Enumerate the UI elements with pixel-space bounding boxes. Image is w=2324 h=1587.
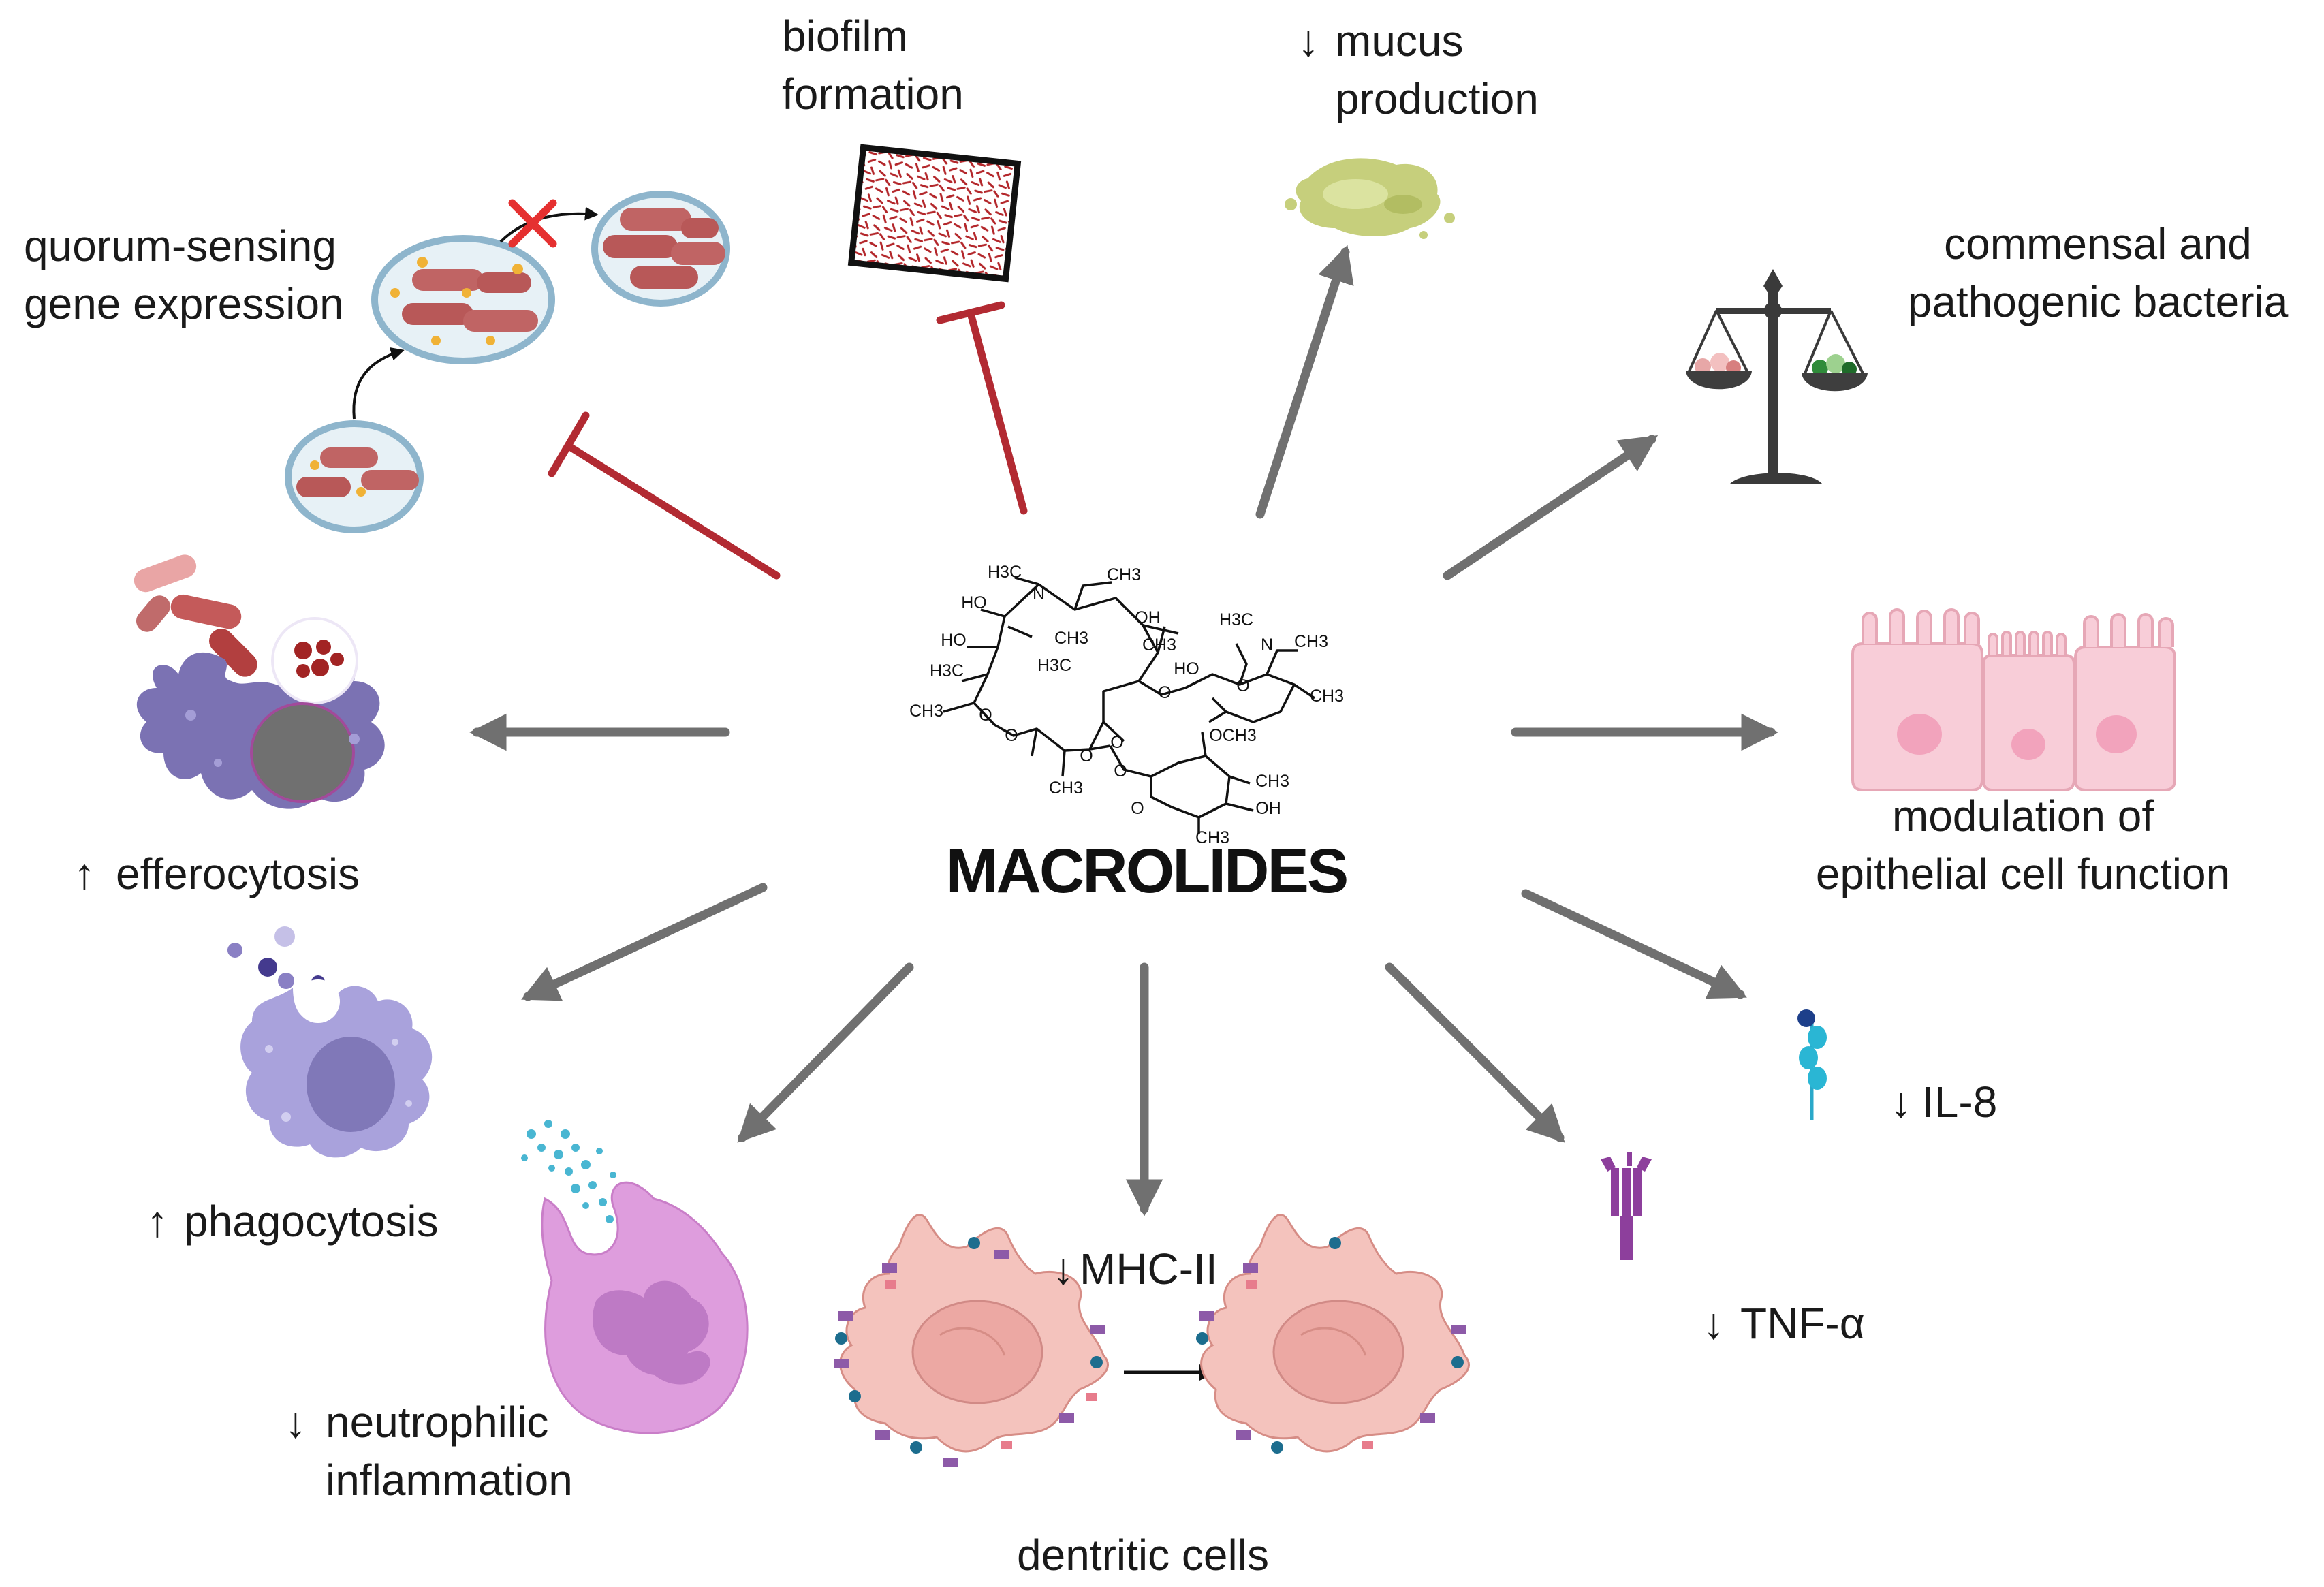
arrow-to-mucus bbox=[1255, 245, 1354, 519]
bacteria-cluster-small bbox=[285, 420, 424, 533]
chem-ch3-1: CH3 bbox=[1107, 565, 1141, 584]
dendritic-label: dentritic cells bbox=[1017, 1530, 1269, 1580]
chem-h3c-2: H3C bbox=[930, 661, 964, 680]
il8-receptor-icon bbox=[1797, 1009, 1827, 1120]
il8-down-arrow: ↓ bbox=[1890, 1078, 1912, 1127]
chem-ch3-5: CH3 bbox=[1310, 687, 1344, 706]
chem-ch3-6: CH3 bbox=[1049, 779, 1083, 798]
chem-ho-2: HO bbox=[941, 631, 967, 650]
inhibit-quorum bbox=[548, 411, 781, 580]
mucus-label-line2: production bbox=[1335, 74, 1539, 123]
mhc-down-arrow: ↓ bbox=[1052, 1244, 1074, 1293]
il8-label: IL-8 bbox=[1922, 1078, 1997, 1127]
labels: quorum-sensing gene expression biofilm f… bbox=[24, 12, 2289, 1580]
chem-ch3-2: CH3 bbox=[1054, 629, 1088, 648]
chem-o-5: O bbox=[1110, 733, 1123, 752]
arrow-to-tnf bbox=[1385, 962, 1565, 1143]
dendritic-cell-left bbox=[834, 1214, 1109, 1467]
arrow-to-il8 bbox=[1521, 889, 1747, 999]
efferocytosis-up-arrow: ↑ bbox=[74, 849, 95, 898]
neutrophilic-down-arrow: ↓ bbox=[285, 1398, 307, 1447]
mhc-label: MHC-II bbox=[1080, 1244, 1218, 1293]
arrow-to-bacteria-balance bbox=[1443, 435, 1659, 580]
chem-h3c-3: H3C bbox=[1037, 656, 1071, 675]
epithelial-cells-icon bbox=[1851, 608, 2176, 791]
chem-n-2: N bbox=[1261, 635, 1273, 655]
bacteria-label-line1: commensal and bbox=[1944, 219, 2252, 268]
phagocyte-icon bbox=[227, 926, 433, 1158]
tnf-receptor-icon bbox=[1601, 1152, 1652, 1260]
chem-o-2: O bbox=[1158, 683, 1171, 702]
tnf-down-arrow: ↓ bbox=[1703, 1299, 1725, 1348]
chem-o-8: O bbox=[1080, 747, 1093, 766]
blocked-cross-icon bbox=[508, 199, 557, 248]
chem-h3c-1: H3C bbox=[988, 563, 1022, 582]
quorum-label-line1: quorum-sensing bbox=[24, 221, 336, 270]
epithelial-label-line2: epithelial cell function bbox=[1816, 849, 2230, 898]
mucus-label-line1: mucus bbox=[1335, 16, 1464, 65]
phagocytosis-up-arrow: ↑ bbox=[146, 1197, 168, 1246]
balance-scale-icon bbox=[1686, 269, 1868, 484]
neutrophilic-label-line2: inflammation bbox=[326, 1456, 573, 1505]
inhibit-biofilm bbox=[936, 301, 1028, 515]
chem-ch3-4: CH3 bbox=[1294, 632, 1328, 651]
chem-o-4: O bbox=[1236, 676, 1249, 695]
neutrophil-icon bbox=[521, 1120, 749, 1434]
bacteria-label-line2: pathogenic bacteria bbox=[1908, 277, 2289, 326]
chem-o-6: O bbox=[1114, 761, 1127, 781]
macrolide-structure: H3C N CH3 HO OH CH3 HO CH3 H3C H3C O O C… bbox=[909, 563, 1344, 847]
neutrophilic-label-line1: neutrophilic bbox=[326, 1398, 548, 1447]
chem-o-1: O bbox=[979, 706, 992, 725]
macrolides-title: MACROLIDES bbox=[946, 836, 1347, 906]
chem-och3: OCH3 bbox=[1209, 726, 1256, 745]
chem-h3c-5: H3C bbox=[1219, 610, 1253, 629]
arrows bbox=[469, 245, 1778, 1216]
chem-ch3-3: CH3 bbox=[1142, 635, 1176, 655]
biofilm-label-line2: formation bbox=[782, 69, 964, 119]
arrow-to-phagocytosis bbox=[521, 883, 768, 1001]
biofilm-icon bbox=[847, 144, 1022, 283]
chem-n-1: N bbox=[1033, 584, 1045, 603]
macrophage-efferocytosis-icon bbox=[134, 554, 385, 809]
chem-ho-1: HO bbox=[961, 593, 987, 612]
chem-ch3-8: CH3 bbox=[1195, 828, 1229, 847]
chem-ch3-7: CH3 bbox=[1255, 772, 1289, 791]
mucus-icon bbox=[1285, 158, 1455, 239]
dendritic-cell-right bbox=[1196, 1214, 1470, 1454]
quorum-label-line2: gene expression bbox=[24, 279, 344, 328]
arrow-to-neutrophil bbox=[737, 962, 914, 1143]
chem-oh-1: OH bbox=[1135, 608, 1161, 627]
quorum-sensing-illustration bbox=[285, 191, 730, 533]
chem-oh-2: OH bbox=[1255, 799, 1281, 818]
epithelial-label-line1: modulation of bbox=[1892, 791, 2154, 840]
tnf-label: TNF-α bbox=[1740, 1299, 1865, 1348]
chem-o-3: O bbox=[1005, 726, 1018, 745]
growth-arrow bbox=[352, 347, 405, 420]
biofilm-label-line1: biofilm bbox=[782, 12, 908, 61]
efferocytosis-label: efferocytosis bbox=[116, 849, 360, 898]
phagocytosis-label: phagocytosis bbox=[184, 1197, 439, 1246]
chem-o-7: O bbox=[1131, 799, 1144, 818]
mucus-down-arrow: ↓ bbox=[1298, 16, 1319, 65]
bacteria-cluster-medium bbox=[371, 235, 555, 364]
chem-ho-3: HO bbox=[1174, 659, 1199, 678]
chem-h3c-4: CH3 bbox=[909, 702, 943, 721]
